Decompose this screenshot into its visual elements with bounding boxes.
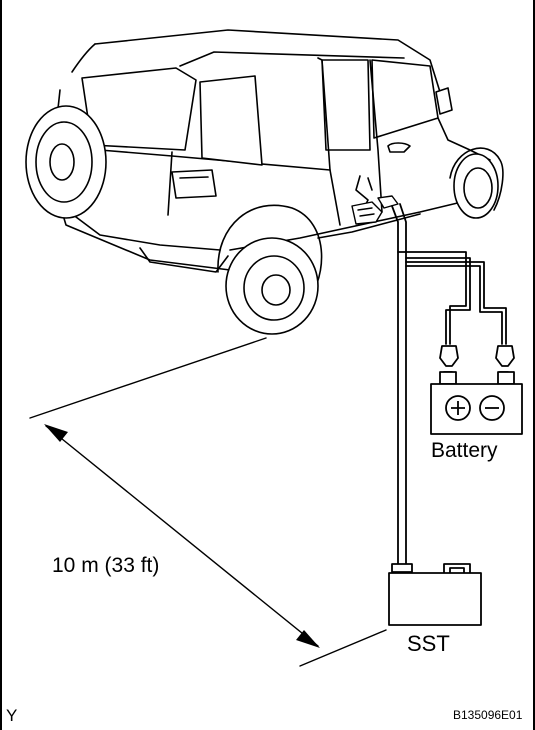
connector-box [351,195,399,225]
figure-code: B135096E01 [453,708,523,722]
plus-symbol [451,401,465,415]
battery-label: Battery [431,439,498,462]
sst-unit [388,563,482,626]
arrowhead-top [44,424,68,442]
arrowhead-bottom [296,630,320,648]
distance-label: 10 m (33 ft) [52,554,160,577]
corner-mark: Y [6,706,18,725]
sst-label: SST [407,631,450,656]
cables [391,203,507,567]
rear-wheel [217,204,323,335]
spare-tire [25,105,107,219]
vehicle [25,29,504,335]
front-wheel [449,147,504,219]
battery [430,345,523,435]
dimension-lines [29,337,387,667]
